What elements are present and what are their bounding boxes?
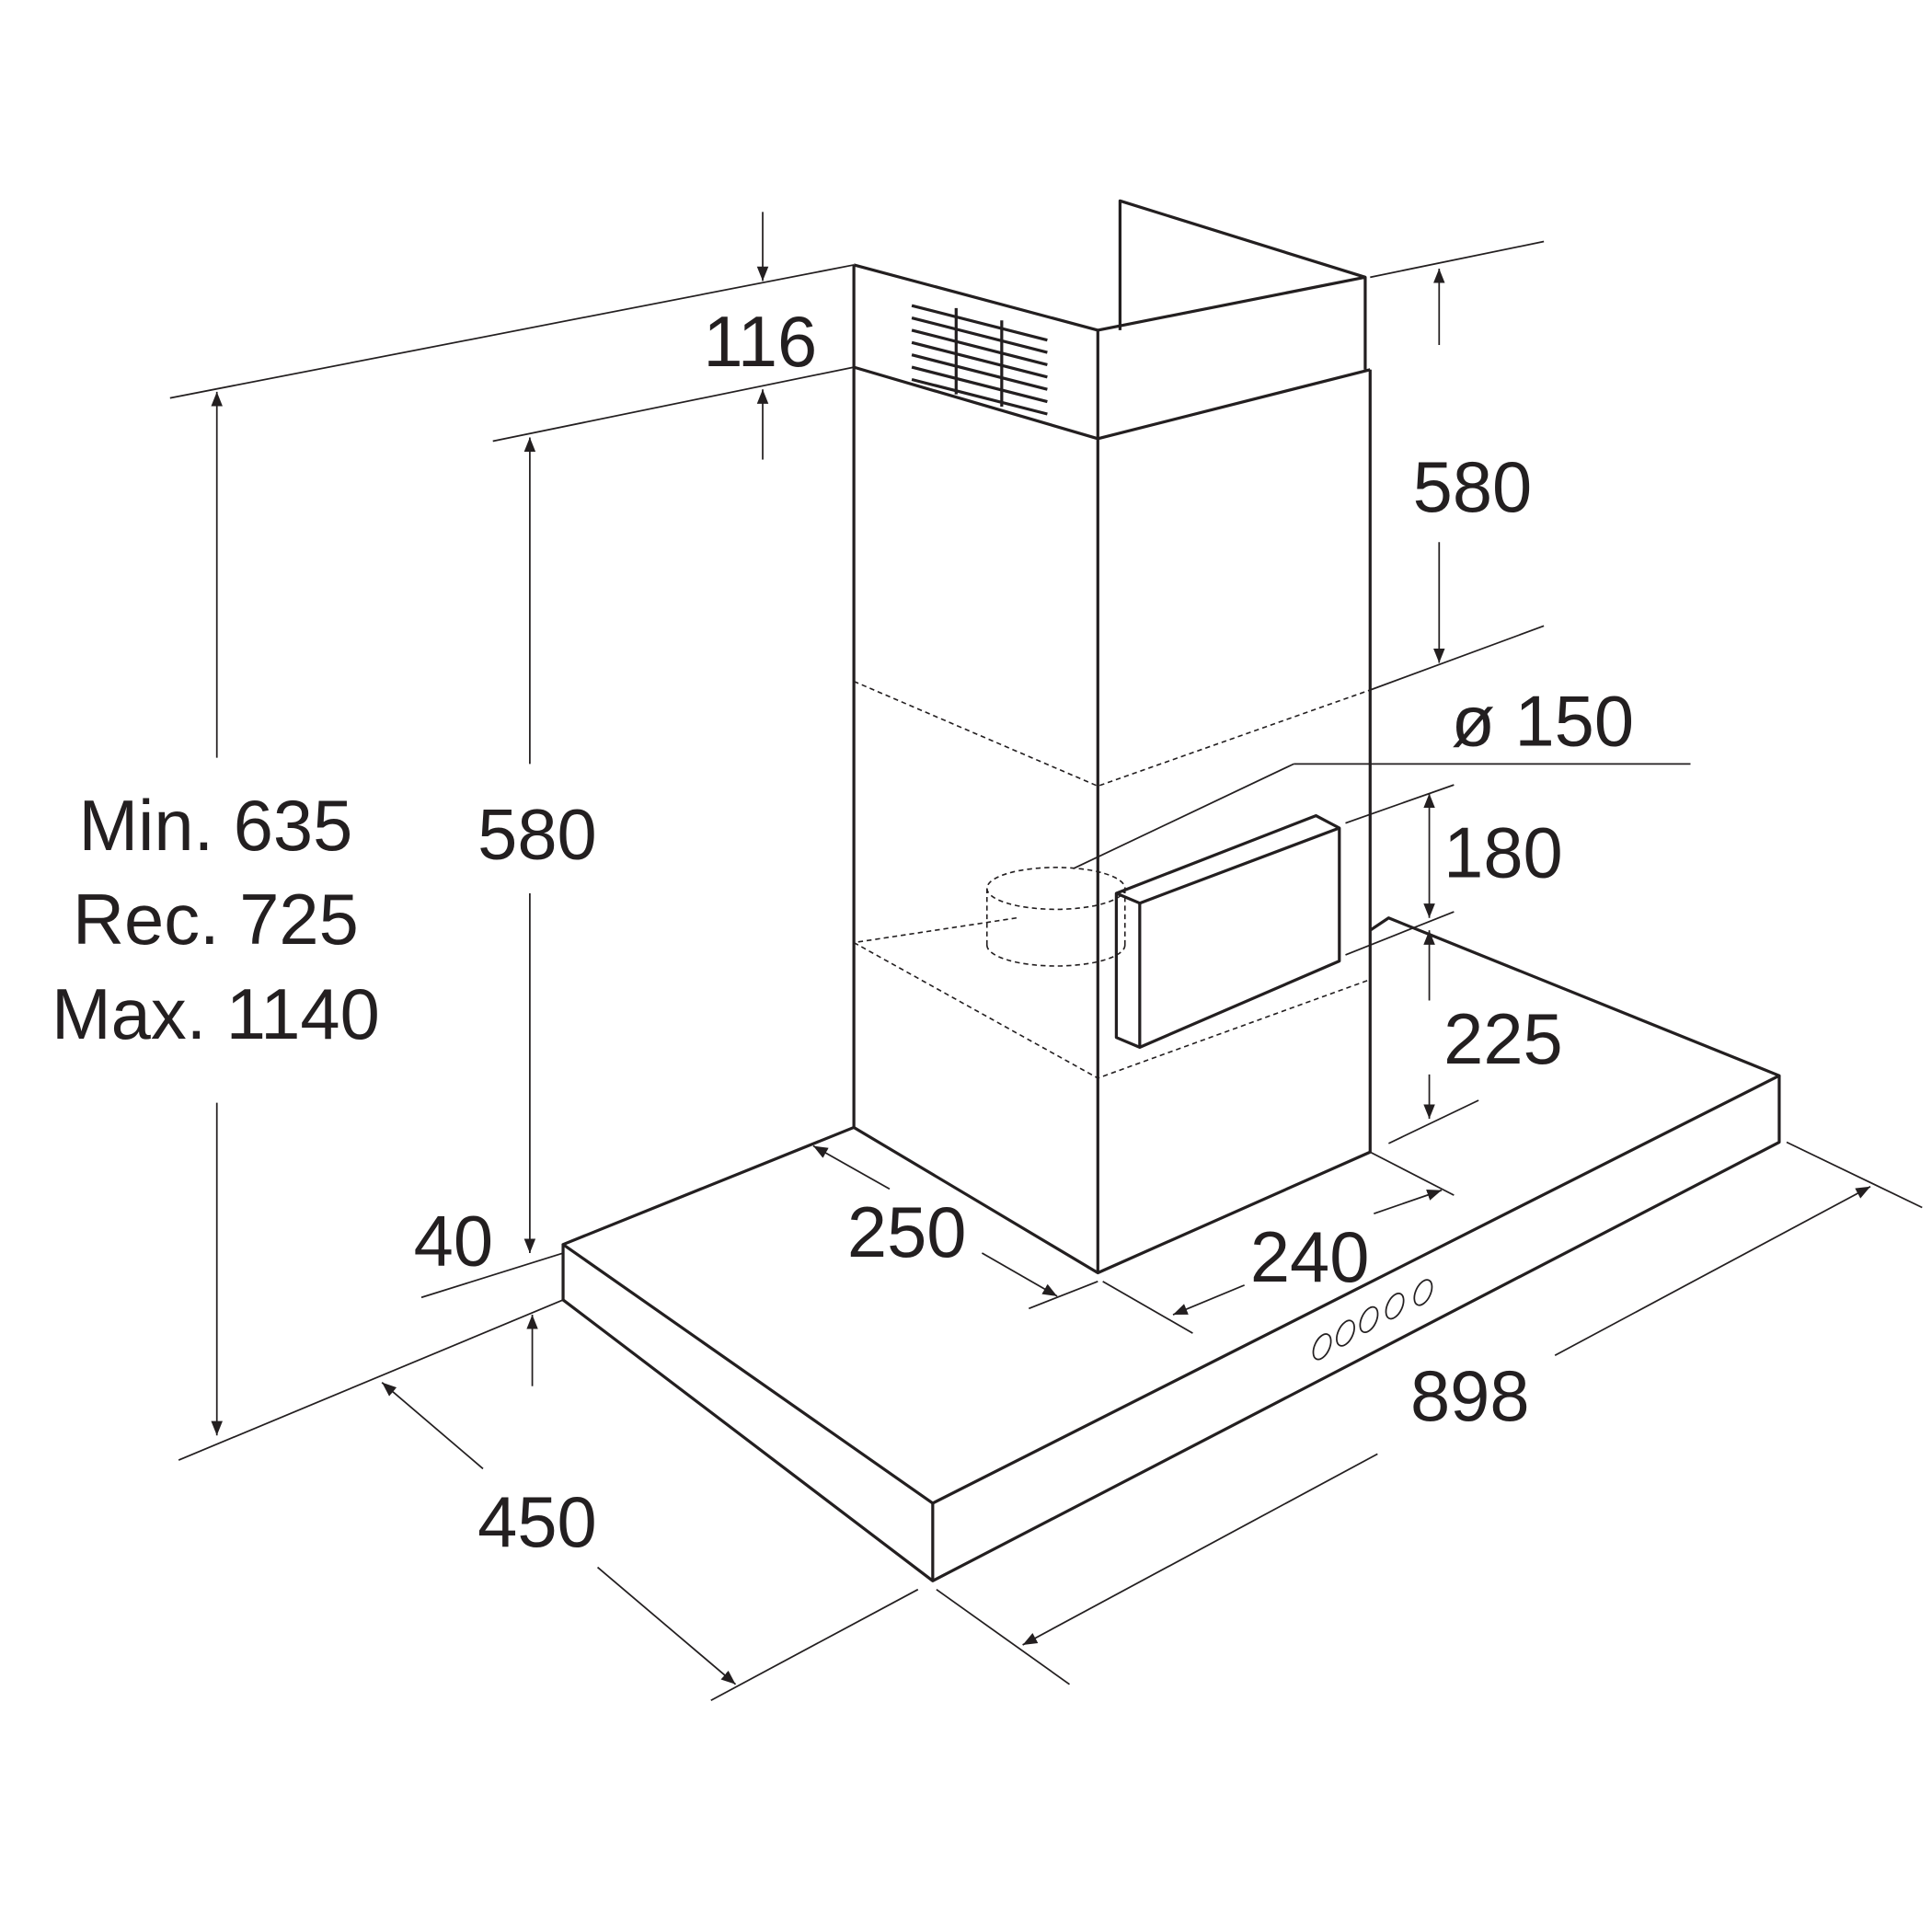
label-240: 240 — [1250, 1218, 1370, 1297]
label-40: 40 — [414, 1202, 493, 1281]
label-450: 450 — [477, 1483, 597, 1562]
dimension-labels: 116 580 ø 150 180 225 Min. 635 Rec. 725 … — [52, 303, 1634, 1562]
label-898: 898 — [1410, 1357, 1530, 1436]
control-buttons — [1312, 1279, 1433, 1361]
dimension-lines — [169, 212, 1923, 1701]
label-duct-diameter: ø 150 — [1451, 682, 1634, 761]
upper-chimney — [853, 199, 1371, 441]
label-250: 250 — [847, 1193, 967, 1272]
canopy — [561, 916, 1781, 1582]
label-116: 116 — [703, 303, 817, 382]
label-min: Min. 635 — [78, 787, 352, 866]
label-580-upper: 580 — [1413, 448, 1533, 527]
label-180: 180 — [1443, 814, 1563, 893]
outlet-box — [1114, 813, 1341, 1049]
label-580-lower: 580 — [477, 795, 597, 874]
vent-grille-icon — [911, 304, 1048, 416]
label-rec: Rec. 725 — [73, 880, 359, 960]
duct-cylinder — [985, 867, 1126, 967]
label-225: 225 — [1443, 1000, 1563, 1079]
label-max: Max. 1140 — [52, 975, 380, 1054]
lower-chimney — [852, 264, 1372, 1273]
